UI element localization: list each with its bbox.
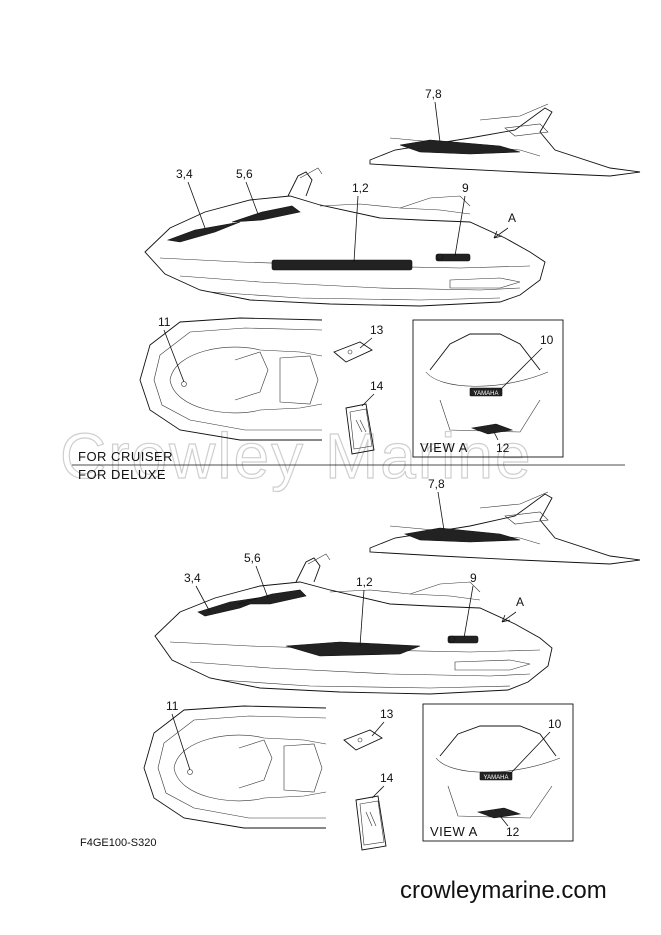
- view-a-caption: VIEW A: [420, 440, 468, 455]
- label-view-arrow: A: [508, 211, 516, 225]
- watercraft-side-view-deluxe: 3,4 5,6 1,2 9 A: [154, 551, 553, 695]
- rear-deck-detail-deluxe: 7,8: [369, 477, 641, 565]
- watermark: Crowley Marine: [60, 420, 533, 492]
- section-cruiser: 7,8 3,4 5,6: [78, 87, 641, 464]
- label-rear-deck-deluxe: 7,8: [428, 477, 445, 491]
- label-console-deluxe: 5,6: [244, 551, 261, 565]
- label-hull: 1,2: [352, 181, 369, 195]
- top-view: 11: [139, 315, 323, 441]
- section-deluxe: 7,8 3,4 5,6 1,2 9 A: [143, 477, 641, 851]
- site-url: crowleymarine.com: [400, 877, 607, 904]
- label-top-deck: 11: [158, 315, 171, 329]
- watercraft-side-view: 3,4 5,6 1,2 9 A: [144, 167, 546, 307]
- card-part: 13: [333, 323, 384, 363]
- label-console: 5,6: [236, 167, 253, 181]
- label-rear-emblem: 10: [540, 333, 554, 347]
- label-sheet: 14: [370, 379, 384, 393]
- label-rear-decal-deluxe: 12: [506, 825, 520, 839]
- figure-code: F4GE100-S320: [80, 837, 156, 849]
- label-bow: 3,4: [176, 167, 193, 181]
- view-a-caption-deluxe: VIEW A: [430, 824, 478, 839]
- view-a-box: YAMAHA 10 VIEW A 12: [412, 319, 564, 458]
- label-rear-emblem-deluxe: 10: [548, 717, 562, 731]
- label-top-deck-deluxe: 11: [166, 699, 179, 713]
- label-card-deluxe: 13: [380, 707, 394, 721]
- label-bow-deluxe: 3,4: [184, 571, 201, 585]
- card-part-deluxe: 13: [343, 707, 394, 751]
- label-card: 13: [370, 323, 384, 337]
- top-view-deluxe: 11: [143, 699, 327, 829]
- label-rear-deck: 7,8: [425, 87, 442, 101]
- label-emblem: 9: [462, 181, 469, 195]
- label-emblem-deluxe: 9: [470, 571, 477, 585]
- rear-deck-detail: 7,8: [369, 87, 641, 177]
- rear-badge-text: YAMAHA: [474, 391, 499, 397]
- label-hull-deluxe: 1,2: [356, 575, 373, 589]
- section-title-deluxe: FOR DELUXE: [78, 467, 166, 482]
- section-title-cruiser: FOR CRUISER: [78, 449, 173, 464]
- label-sheet-deluxe: 14: [380, 771, 394, 785]
- label-rear-decal: 12: [496, 441, 510, 455]
- label-view-arrow-deluxe: A: [516, 595, 524, 609]
- sheet-part: 14: [345, 379, 384, 455]
- view-a-box-deluxe: YAMAHA 10 VIEW A 12: [422, 703, 574, 842]
- rear-badge-text-deluxe: YAMAHA: [484, 775, 509, 781]
- sheet-part-deluxe: 14: [355, 771, 394, 851]
